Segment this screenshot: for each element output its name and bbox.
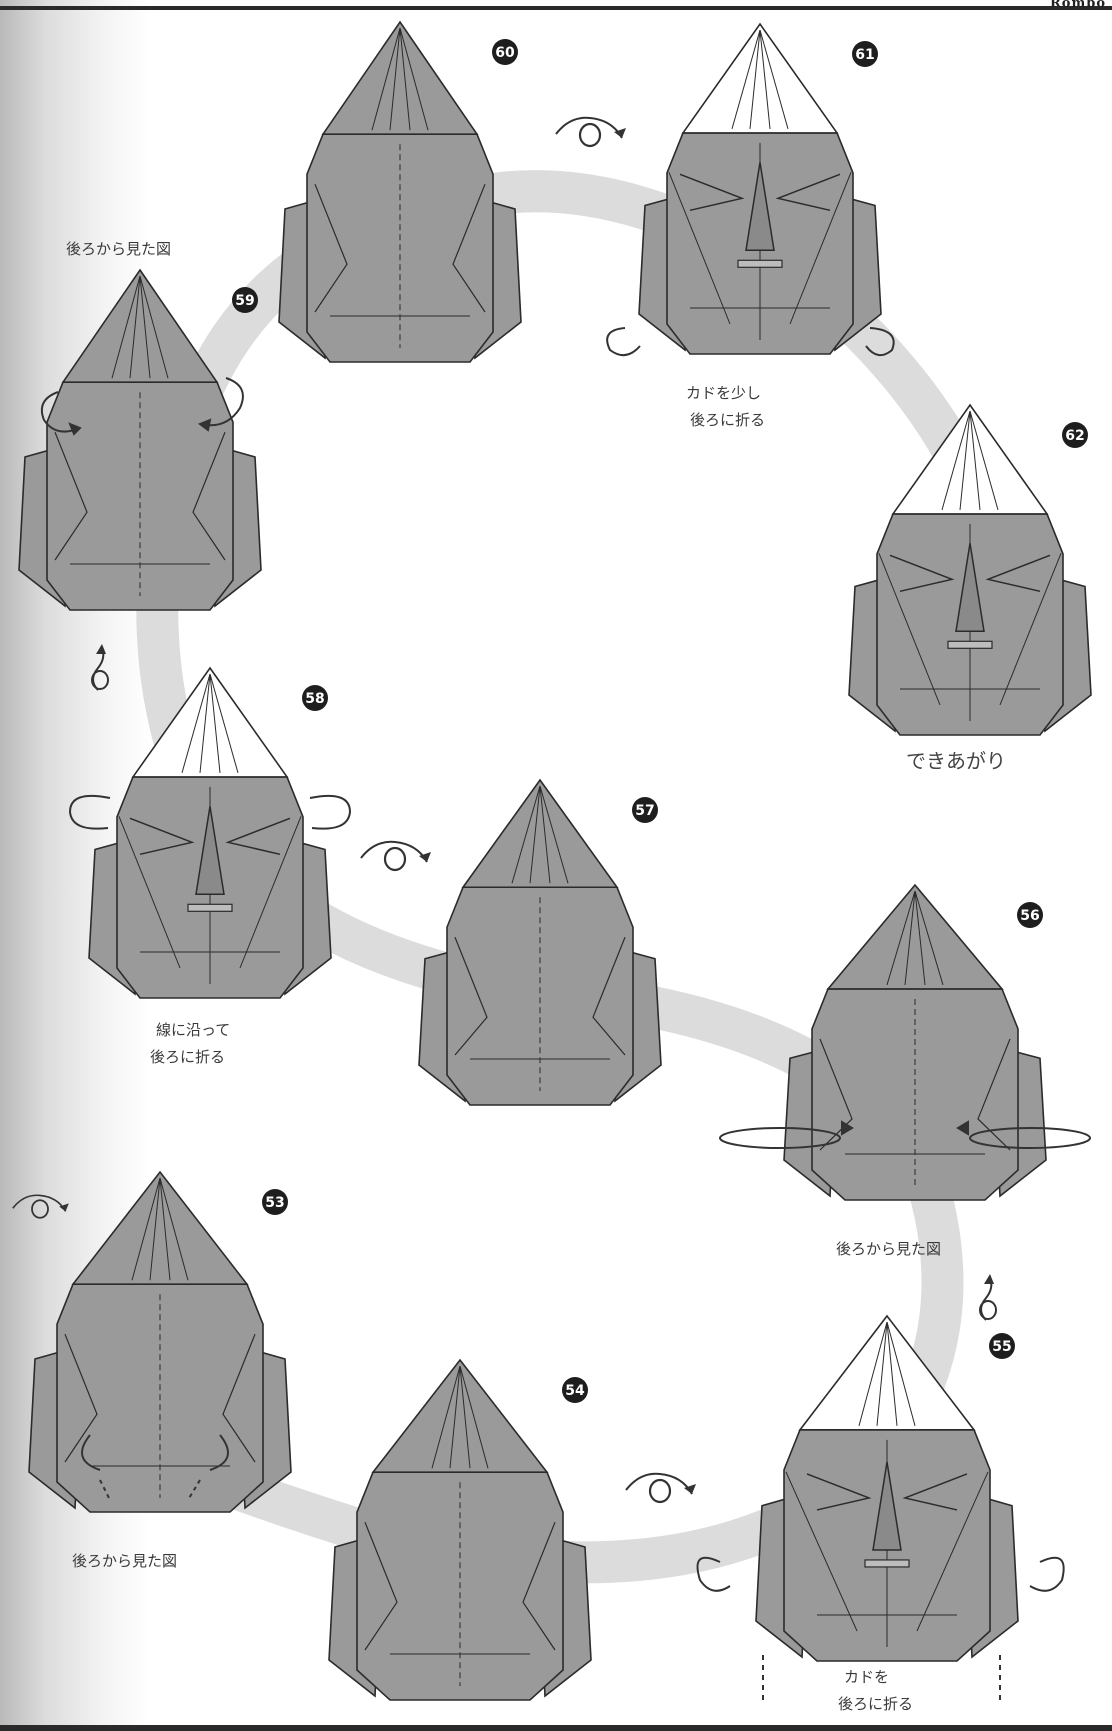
mouth <box>865 1560 909 1567</box>
caption-finished: できあがり <box>906 748 1006 775</box>
top-point <box>828 885 1002 989</box>
figure-step-60 <box>279 22 521 362</box>
step-number: 56 <box>1020 908 1039 924</box>
step-number: 61 <box>855 47 874 63</box>
flip-arrow-icon-57-58 <box>361 842 431 870</box>
step-badge-61: 61 <box>852 41 878 67</box>
caption-fold-along-line2: 後ろに折る <box>150 1044 225 1071</box>
mouth <box>738 260 782 267</box>
caption-fold-corners-line2: 後ろに折る <box>690 407 765 434</box>
flip-arrow-icon-53 <box>13 1195 69 1218</box>
step-badge-55: 55 <box>989 1333 1015 1359</box>
figure-step-61 <box>639 24 881 354</box>
caption-view-from-behind-53: 後ろから見た図 <box>72 1548 177 1575</box>
top-point <box>683 24 837 133</box>
step-number: 59 <box>235 293 254 309</box>
flip-arrow-icon-60-61 <box>556 118 626 146</box>
caption-view-from-behind-56: 後ろから見た図 <box>836 1236 941 1263</box>
figure-step-56 <box>784 885 1046 1200</box>
step-badge-58: 58 <box>302 685 328 711</box>
caption-fold-along-line1: 線に沿って <box>156 1017 230 1044</box>
step-number: 55 <box>992 1339 1011 1355</box>
caption-corner-back-line2: 後ろに折る <box>838 1691 913 1718</box>
top-point <box>323 22 477 134</box>
step-badge-59: 59 <box>232 287 258 313</box>
figure-step-54 <box>329 1360 591 1700</box>
top-point <box>63 270 217 382</box>
step-number: 53 <box>265 1195 284 1211</box>
step-number: 60 <box>495 45 515 61</box>
step-badge-54: 54 <box>562 1377 588 1403</box>
mouth <box>188 904 232 911</box>
caption-corner-back-line1: カドを <box>844 1664 889 1691</box>
step-badge-57: 57 <box>632 797 658 823</box>
figure-step-57 <box>419 780 661 1105</box>
top-point <box>463 780 617 887</box>
step-number: 54 <box>565 1383 585 1399</box>
step-badge-62: 62 <box>1062 422 1088 448</box>
caption-view-from-behind-59: 後ろから見た図 <box>66 236 171 263</box>
figure-step-53 <box>29 1172 291 1512</box>
top-point <box>73 1172 247 1284</box>
vertical-flip-arrow-icon-58-59 <box>92 644 108 690</box>
figure-step-58 <box>89 668 331 998</box>
step-number: 58 <box>305 691 324 707</box>
folded-figures <box>19 22 1091 1700</box>
mouth <box>948 641 992 648</box>
step-number: 57 <box>635 803 654 819</box>
vertical-flip-arrow-icon-55-56 <box>980 1274 996 1320</box>
bottom-rule <box>0 1725 1112 1731</box>
step-badge-56: 56 <box>1017 902 1043 928</box>
flip-arrow-icon-54-55 <box>626 1474 696 1502</box>
figure-step-62 <box>849 405 1091 735</box>
top-point <box>373 1360 547 1472</box>
caption-fold-corners-line1: カドを少し <box>686 380 761 407</box>
step-badge-60: 60 <box>492 39 518 65</box>
step-badge-53: 53 <box>262 1189 288 1215</box>
step-number: 62 <box>1065 428 1084 444</box>
figure-step-55 <box>756 1316 1018 1661</box>
